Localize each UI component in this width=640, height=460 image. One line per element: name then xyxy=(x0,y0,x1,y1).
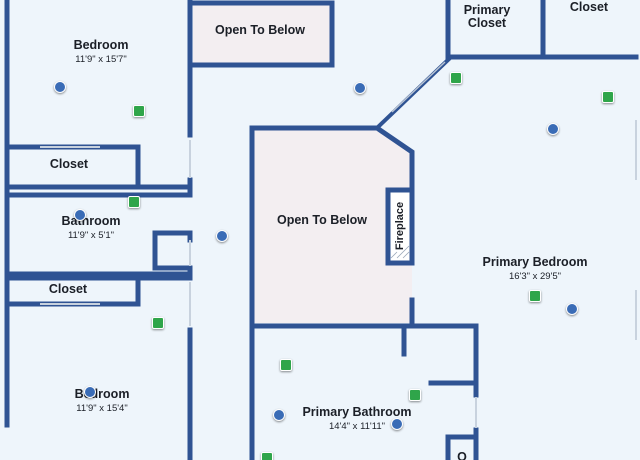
room-label-bedroom-top: Bedroom 11'9" x 15'7" xyxy=(55,38,147,65)
camera-marker[interactable] xyxy=(547,123,559,135)
room-name: Closet xyxy=(48,282,88,296)
room-name: Open To Below xyxy=(214,23,306,37)
fireplace-hearth xyxy=(390,192,410,262)
room-name: Closet xyxy=(49,157,89,171)
room-name: Closet xyxy=(569,0,609,14)
photo-marker[interactable] xyxy=(133,105,145,117)
camera-marker[interactable] xyxy=(216,230,228,242)
room-name: Primary Bedroom xyxy=(482,255,588,269)
photo-marker[interactable] xyxy=(128,196,140,208)
camera-marker[interactable] xyxy=(84,386,96,398)
room-label-open-top: Open To Below xyxy=(198,23,322,37)
photo-marker[interactable] xyxy=(450,72,462,84)
photo-marker[interactable] xyxy=(261,452,273,460)
room-label-bathroom: Bathroom 11'9" x 5'1" xyxy=(50,214,132,241)
camera-marker[interactable] xyxy=(54,81,66,93)
room-name: Bathroom xyxy=(61,214,121,228)
partial-label: O xyxy=(457,450,467,460)
room-label-primary-closet: Primary Closet xyxy=(452,0,522,43)
room-dims: 11'9" x 15'7" xyxy=(75,54,127,65)
room-name: Bedroom xyxy=(74,387,130,401)
photo-marker[interactable] xyxy=(529,290,541,302)
room-label-primary-bathroom: Primary Bathroom 14'4" x 11'11" xyxy=(292,405,422,432)
room-name: Primary Bathroom xyxy=(302,405,412,419)
camera-marker[interactable] xyxy=(391,418,403,430)
room-label-open-center: Open To Below xyxy=(268,213,376,227)
room-name: Bedroom xyxy=(73,38,129,52)
camera-marker[interactable] xyxy=(566,303,578,315)
photo-marker[interactable] xyxy=(152,317,164,329)
door-swing-line xyxy=(391,61,446,113)
photo-marker[interactable] xyxy=(280,359,292,371)
room-label-closet-left-1: Closet xyxy=(30,157,108,171)
room-label-fireplace: Fireplace xyxy=(394,201,406,251)
room-name: Primary Closet xyxy=(463,3,511,30)
camera-marker[interactable] xyxy=(273,409,285,421)
room-dims: 16'3" x 29'5" xyxy=(508,271,562,282)
room-name: Open To Below xyxy=(276,213,368,227)
open-to-below-center-fill xyxy=(252,128,412,323)
room-dims: 11'9" x 15'4" xyxy=(76,403,128,414)
room-dims: 11'9" x 5'1" xyxy=(67,230,115,241)
fireplace-hatch xyxy=(390,245,410,259)
photo-marker[interactable] xyxy=(409,389,421,401)
room-dims: 14'4" x 11'11" xyxy=(329,421,385,432)
room-label-primary-bedroom: Primary Bedroom 16'3" x 29'5" xyxy=(474,255,596,282)
window-marks xyxy=(40,120,637,428)
camera-marker[interactable] xyxy=(74,209,86,221)
room-label-closet-top-right: Closet xyxy=(553,0,625,14)
camera-marker[interactable] xyxy=(354,82,366,94)
room-label-bedroom-bottom: Bedroom 11'9" x 15'4" xyxy=(58,387,146,414)
photo-marker[interactable] xyxy=(602,91,614,103)
open-to-below-top-fill xyxy=(193,3,332,65)
room-label-closet-left-2: Closet xyxy=(28,282,108,296)
